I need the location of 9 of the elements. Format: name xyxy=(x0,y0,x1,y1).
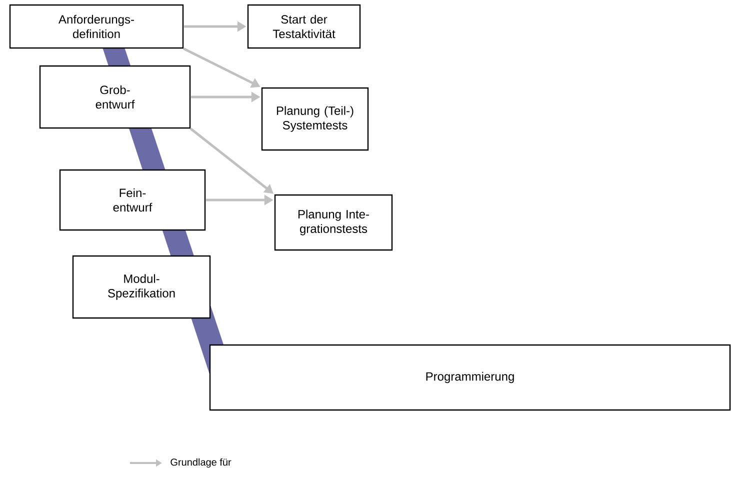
process-box: Modul- Spezifikation xyxy=(72,255,211,319)
process-box: Grob- entwurf xyxy=(39,65,191,129)
process-box: Planung Inte- grationstests xyxy=(274,194,393,251)
process-box: Anforderungs- definition xyxy=(9,4,184,49)
process-box: Start der Testaktivität xyxy=(247,4,361,49)
process-box: Planung (Teil-) Systemtests xyxy=(261,87,369,151)
process-box: Fein- entwurf xyxy=(59,169,206,231)
legend-label: Grundlage für xyxy=(170,458,232,468)
process-box: Programmierung xyxy=(209,344,731,411)
